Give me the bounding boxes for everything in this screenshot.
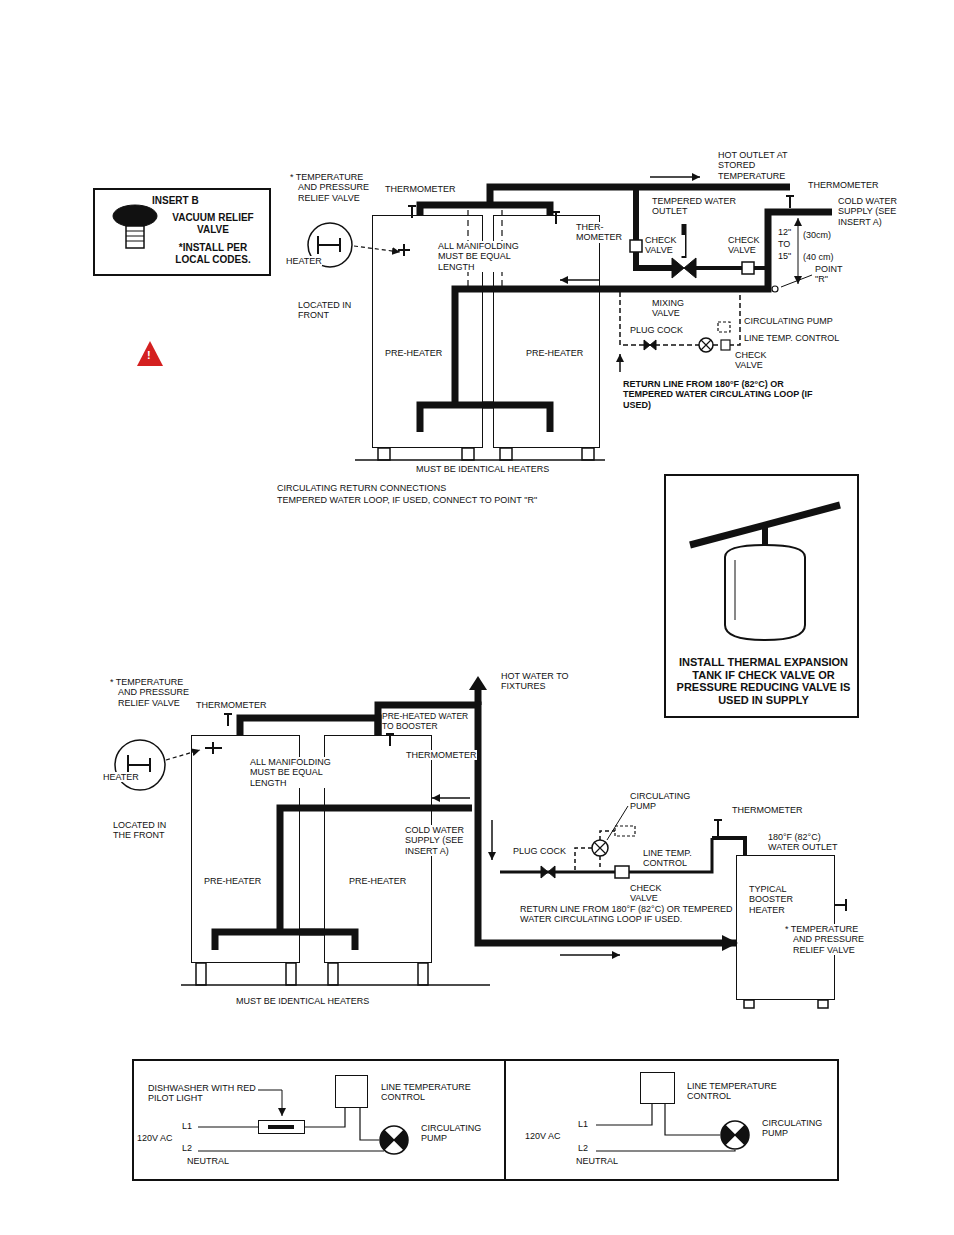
- label-text: CHECK VALVE: [735, 350, 775, 371]
- label-text: HOT OUTLET AT STORED TEMPERATURE: [718, 150, 792, 181]
- label-text: LINE TEMP. CONTROL: [643, 848, 705, 869]
- label-text: (30cm): [803, 230, 831, 240]
- control-box: LINE TEMPERATURE CONTROL: [640, 1072, 675, 1104]
- label-text: DISHWASHER WITH RED PILOT LIGHT: [148, 1083, 258, 1104]
- label-text: LINE TEMPERATURE CONTROL: [687, 1081, 787, 1102]
- label-text: HEATER: [286, 256, 322, 266]
- label-text: LINE TEMPERATURE CONTROL: [381, 1082, 481, 1103]
- label-text: PRE-HEATER: [385, 348, 442, 358]
- wire-connector: [305, 1108, 345, 1127]
- label-text: THERMOMETER: [808, 180, 879, 190]
- label-text: TYPICAL BOOSTER HEATER: [749, 884, 801, 915]
- label-text: CHECK VALVE: [728, 235, 764, 256]
- label-text: * TEMPERATURE AND PRESSURE RELIEF VALVE: [110, 677, 202, 708]
- label-text: INSTALL THERMAL EXPANSION TANK IF CHECK …: [674, 656, 853, 707]
- label-text: RETURN LINE FROM 180°F (82°C) OR TEMPERE…: [520, 904, 735, 925]
- label-text: CIRCULATING PUMP: [744, 316, 833, 326]
- wiring-panels: [133, 1060, 838, 1180]
- insert-b-valve-icon: [113, 205, 157, 248]
- voltage-label: 120V AC: [137, 1133, 173, 1143]
- pipe-connector: [300, 929, 324, 936]
- expansion-tank-panel: INSTALL THERMAL EXPANSION TANK IF CHECK …: [664, 474, 859, 718]
- label-text: CIRCULATING PUMP: [630, 791, 700, 812]
- label-text: LOCATED IN THE FRONT: [113, 820, 177, 841]
- wire-name: L1: [182, 1121, 192, 1131]
- label-text: VACUUM RELIEF VALVE: [161, 212, 265, 235]
- label-text: ALL MANIFOLDING MUST BE EQUAL LENGTH: [250, 757, 342, 788]
- label-text: ALL MANIFOLDING MUST BE EQUAL LENGTH: [438, 241, 530, 272]
- control-box: LINE TEMPERATURE CONTROL: [335, 1075, 368, 1108]
- label-text: COLD WATER SUPPLY (SEE INSERT A): [405, 825, 473, 856]
- wire-name: L1: [578, 1119, 588, 1129]
- label-text: 12" TO 15": [778, 226, 796, 262]
- label-text: PLUG COCK: [513, 846, 566, 856]
- label-text: RETURN LINE FROM 180°F (82°C) OR TEMPERE…: [623, 379, 818, 410]
- label-text: MUST BE IDENTICAL HEATERS: [236, 996, 369, 1006]
- label-text: THER- MOMETER: [576, 222, 626, 243]
- wire-connector: [665, 1104, 720, 1135]
- label-text: CIRCULATING RETURN CONNECTIONS: [277, 483, 446, 493]
- pump-symbol: CIRCULATING PUMP: [720, 1120, 750, 1150]
- bottom-piping: [115, 676, 846, 1008]
- label-text: CIRCULATING PUMP: [762, 1118, 834, 1139]
- label-text: 180°F (82°C) WATER OUTLET: [768, 832, 850, 853]
- warning-triangle: [137, 341, 163, 366]
- label-text: *INSTALL PER LOCAL CODES.: [161, 242, 265, 265]
- label-text: PRE-HEATED WATER TO BOOSTER: [382, 712, 474, 732]
- pipe-connector: [483, 402, 493, 409]
- wire-name: NEUTRAL: [187, 1156, 229, 1166]
- label-text: CIRCULATING PUMP: [421, 1123, 493, 1144]
- label-text: * TEMPERATURE AND PRESSURE RELIEF VALVE: [290, 172, 382, 203]
- label-text: TEMPERED WATER OUTLET: [652, 196, 738, 217]
- label-text: THERMOMETER: [385, 184, 456, 194]
- wire-name: L2: [578, 1143, 588, 1153]
- label-text: PRE-HEATER: [204, 876, 261, 886]
- pump-icon: [720, 1120, 750, 1150]
- label-text: THERMOMETER: [732, 805, 803, 815]
- label-text: LINE TEMP. CONTROL: [744, 333, 839, 343]
- label-text: INSERT B: [152, 195, 199, 207]
- wire-name: NEUTRAL: [576, 1156, 618, 1166]
- expansion-tank-illustration: [690, 505, 840, 640]
- label-text: LOCATED IN FRONT: [298, 300, 362, 321]
- label-text: CHECK VALVE: [630, 883, 670, 904]
- pump-icon: [379, 1125, 409, 1155]
- label-text: HEATER: [103, 772, 139, 782]
- voltage-label: 120V AC: [525, 1131, 561, 1141]
- label-text: THERMOMETER: [196, 700, 267, 710]
- insert-box: INSERT B VACUUM RELIEF VALVE *INSTALL PER …: [93, 188, 271, 276]
- label-text: POINT "R": [815, 264, 853, 285]
- pipe-connector: [420, 205, 550, 215]
- pipe-connector: [240, 718, 378, 735]
- warning-mark: !: [147, 349, 151, 362]
- top-piping: [308, 177, 832, 460]
- label-text: * TEMPERATURE AND PRESSURE RELIEF VALVE: [785, 924, 877, 955]
- wire-connector: [360, 1108, 379, 1140]
- label-text: TEMPERED WATER LOOP, IF USED, CONNECT TO…: [277, 495, 537, 505]
- label-text: MIXING VALVE: [652, 298, 697, 319]
- dishwasher-box: DISHWASHER WITH RED PILOT LIGHT: [258, 1120, 305, 1134]
- pump-symbol: CIRCULATING PUMP: [379, 1125, 409, 1155]
- label-text: PRE-HEATER: [349, 876, 406, 886]
- label-text: PRE-HEATER: [526, 348, 583, 358]
- label-text: HOT WATER TO FIXTURES: [501, 671, 571, 692]
- label-text: COLD WATER SUPPLY (SEE INSERT A): [838, 196, 910, 227]
- label-text: MUST BE IDENTICAL HEATERS: [416, 464, 549, 474]
- label-text: (40 cm): [803, 252, 834, 262]
- label-text: CHECK VALVE: [645, 235, 685, 256]
- label-text: PLUG COCK: [630, 325, 683, 335]
- label-text: THERMOMETER: [406, 750, 477, 760]
- wire-name: L2: [182, 1143, 192, 1153]
